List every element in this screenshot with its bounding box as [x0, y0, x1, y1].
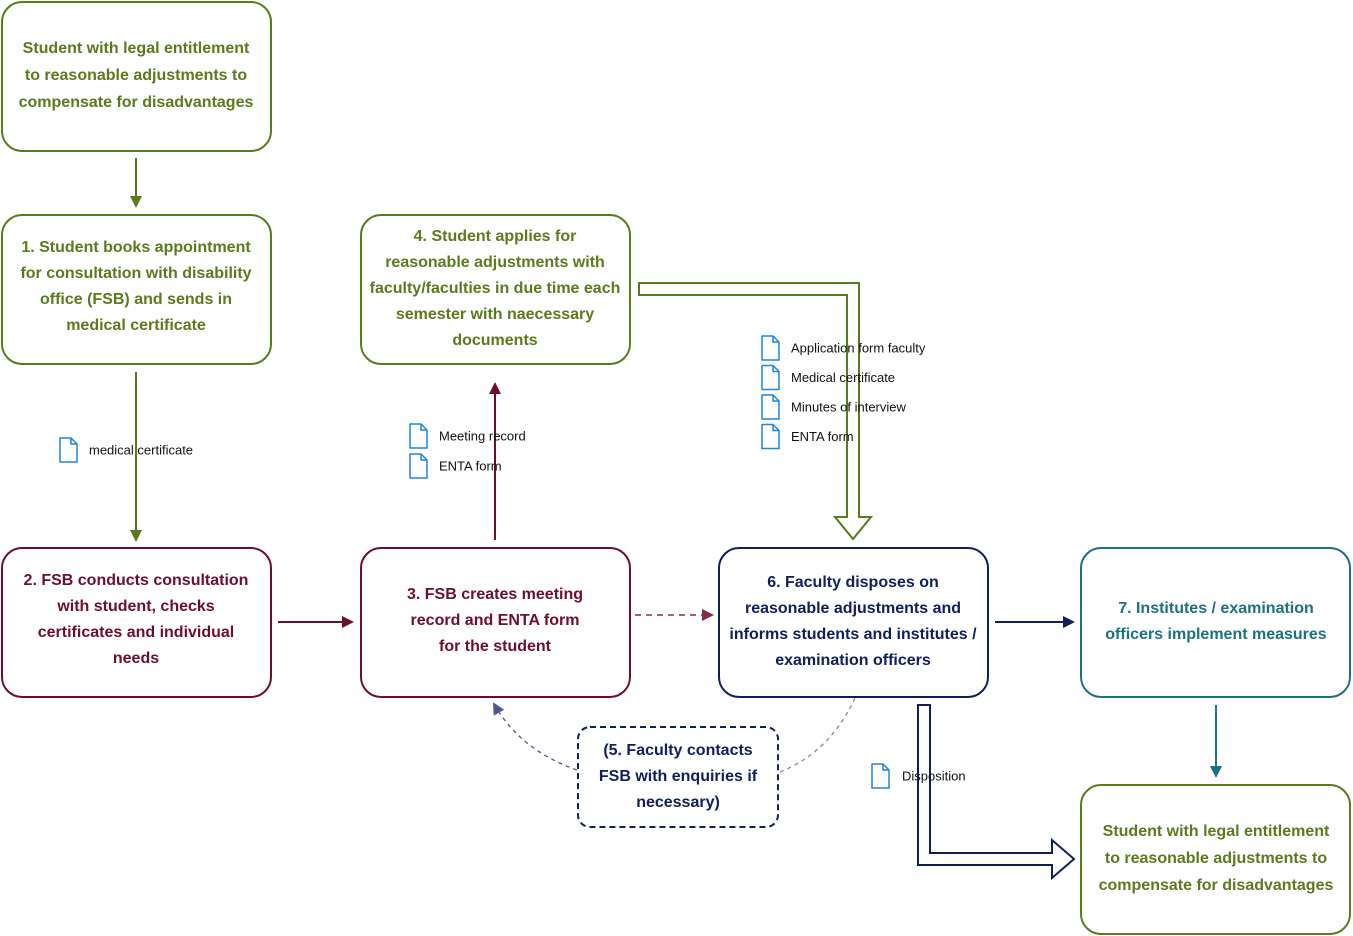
- step1-text-line: office (FSB) and sends in: [40, 291, 232, 308]
- step7-text-line: 7. Institutes / examination: [1118, 600, 1314, 617]
- step1-text-line: for consultation with disability: [20, 265, 251, 282]
- document-icon: [761, 394, 780, 420]
- end-box: Student with legal entitlement to reasona…: [1080, 784, 1351, 935]
- document-icon: [761, 423, 780, 450]
- step2-box: 2. FSB conducts consultation with student…: [1, 547, 272, 698]
- step4-text-line: 4. Student applies for: [414, 228, 577, 245]
- document-label: Disposition: [902, 768, 966, 783]
- step4-text-line: documents: [452, 332, 537, 349]
- step1-text-line: 1. Student books appointment: [21, 239, 251, 256]
- step4-text-line: faculty/faculties in due time each: [370, 280, 621, 297]
- start-text-line: compensate for disadvantages: [19, 94, 254, 111]
- document-label: medical certificate: [89, 442, 193, 457]
- step7-text-line: officers implement measures: [1105, 626, 1327, 643]
- dashed-curve-step6-to-step5: [779, 697, 856, 773]
- step2-text-line: needs: [113, 650, 159, 667]
- step2-text-line: certificates and individual: [38, 624, 235, 641]
- start-box-text: Student with legal entitlement to reasona…: [19, 40, 254, 111]
- hollow-arrow-step4-to-step6: [638, 282, 874, 541]
- step5-text-line: FSB with enquiries if: [599, 768, 758, 785]
- document-icon: [761, 335, 780, 361]
- document-label: Medical certificate: [791, 370, 895, 385]
- step2-text-line: 2. FSB conducts consultation: [24, 572, 249, 589]
- start-text-line: Student with legal entitlement: [23, 40, 250, 57]
- step6-text-line: informs students and institutes /: [729, 626, 977, 643]
- start-box: Student with legal entitlement to reasona…: [1, 1, 272, 152]
- document-label: Minutes of interview: [791, 399, 906, 414]
- document-label: Meeting record: [439, 428, 526, 443]
- end-text-line: compensate for disadvantages: [1099, 877, 1334, 894]
- step1-box-text: 1. Student books appointment for consulta…: [20, 239, 251, 334]
- connectors: [130, 158, 1222, 881]
- document-label: Application form faculty: [791, 340, 926, 355]
- step3-box: 3. FSB creates meeting record and ENTA fo…: [360, 547, 631, 698]
- step3-text-line: for the student: [439, 638, 552, 655]
- step1-text-line: medical certificate: [66, 317, 206, 334]
- dashed-curve-step5-to-step3: [493, 702, 578, 771]
- document-icon: [59, 437, 78, 463]
- step4-text-line: semester with naecessary: [396, 306, 594, 323]
- step2-text-line: with student, checks: [56, 598, 214, 615]
- document-label: ENTA form: [791, 429, 854, 444]
- step4-box: 4. Student applies for reasonable adjustm…: [360, 214, 631, 365]
- document-label: ENTA form: [439, 458, 502, 473]
- step3-text-line: record and ENTA form: [411, 612, 580, 629]
- step7-box-text: 7. Institutes / examination officers impl…: [1105, 600, 1327, 643]
- start-text-line: to reasonable adjustments to: [25, 67, 247, 84]
- step6-text-line: reasonable adjustments and: [745, 600, 961, 617]
- step6-text-line: examination officers: [775, 652, 931, 669]
- step7-box: 7. Institutes / examination officers impl…: [1080, 547, 1351, 698]
- step6-box-text: 6. Faculty disposes on reasonable adjustm…: [729, 574, 977, 669]
- document-icon: [409, 453, 428, 479]
- end-box-text: Student with legal entitlement to reasona…: [1099, 823, 1334, 894]
- document-icon: [409, 423, 428, 449]
- step4-box-text: 4. Student applies for reasonable adjustm…: [370, 228, 621, 349]
- documents-disposition: Disposition: [871, 763, 966, 789]
- step4-text-line: reasonable adjustments with: [385, 254, 605, 271]
- step1-box: 1. Student books appointment for consulta…: [1, 214, 272, 365]
- end-text-line: to reasonable adjustments to: [1105, 850, 1327, 867]
- hollow-arrow-step6-to-end: [917, 704, 1076, 881]
- document-icon: [871, 763, 890, 789]
- step3-text-line: 3. FSB creates meeting: [407, 586, 583, 603]
- documents-medical: medical certificate: [59, 437, 193, 463]
- step6-box: 6. Faculty disposes on reasonable adjustm…: [718, 547, 989, 698]
- step5-text-line: necessary): [636, 794, 720, 811]
- step6-text-line: 6. Faculty disposes on: [767, 574, 939, 591]
- end-text-line: Student with legal entitlement: [1103, 823, 1330, 840]
- document-icon: [761, 364, 780, 391]
- step2-box-text: 2. FSB conducts consultation with student…: [24, 572, 249, 667]
- step3-box-text: 3. FSB creates meeting record and ENTA fo…: [407, 586, 583, 655]
- step5-text-line: (5. Faculty contacts: [603, 742, 752, 759]
